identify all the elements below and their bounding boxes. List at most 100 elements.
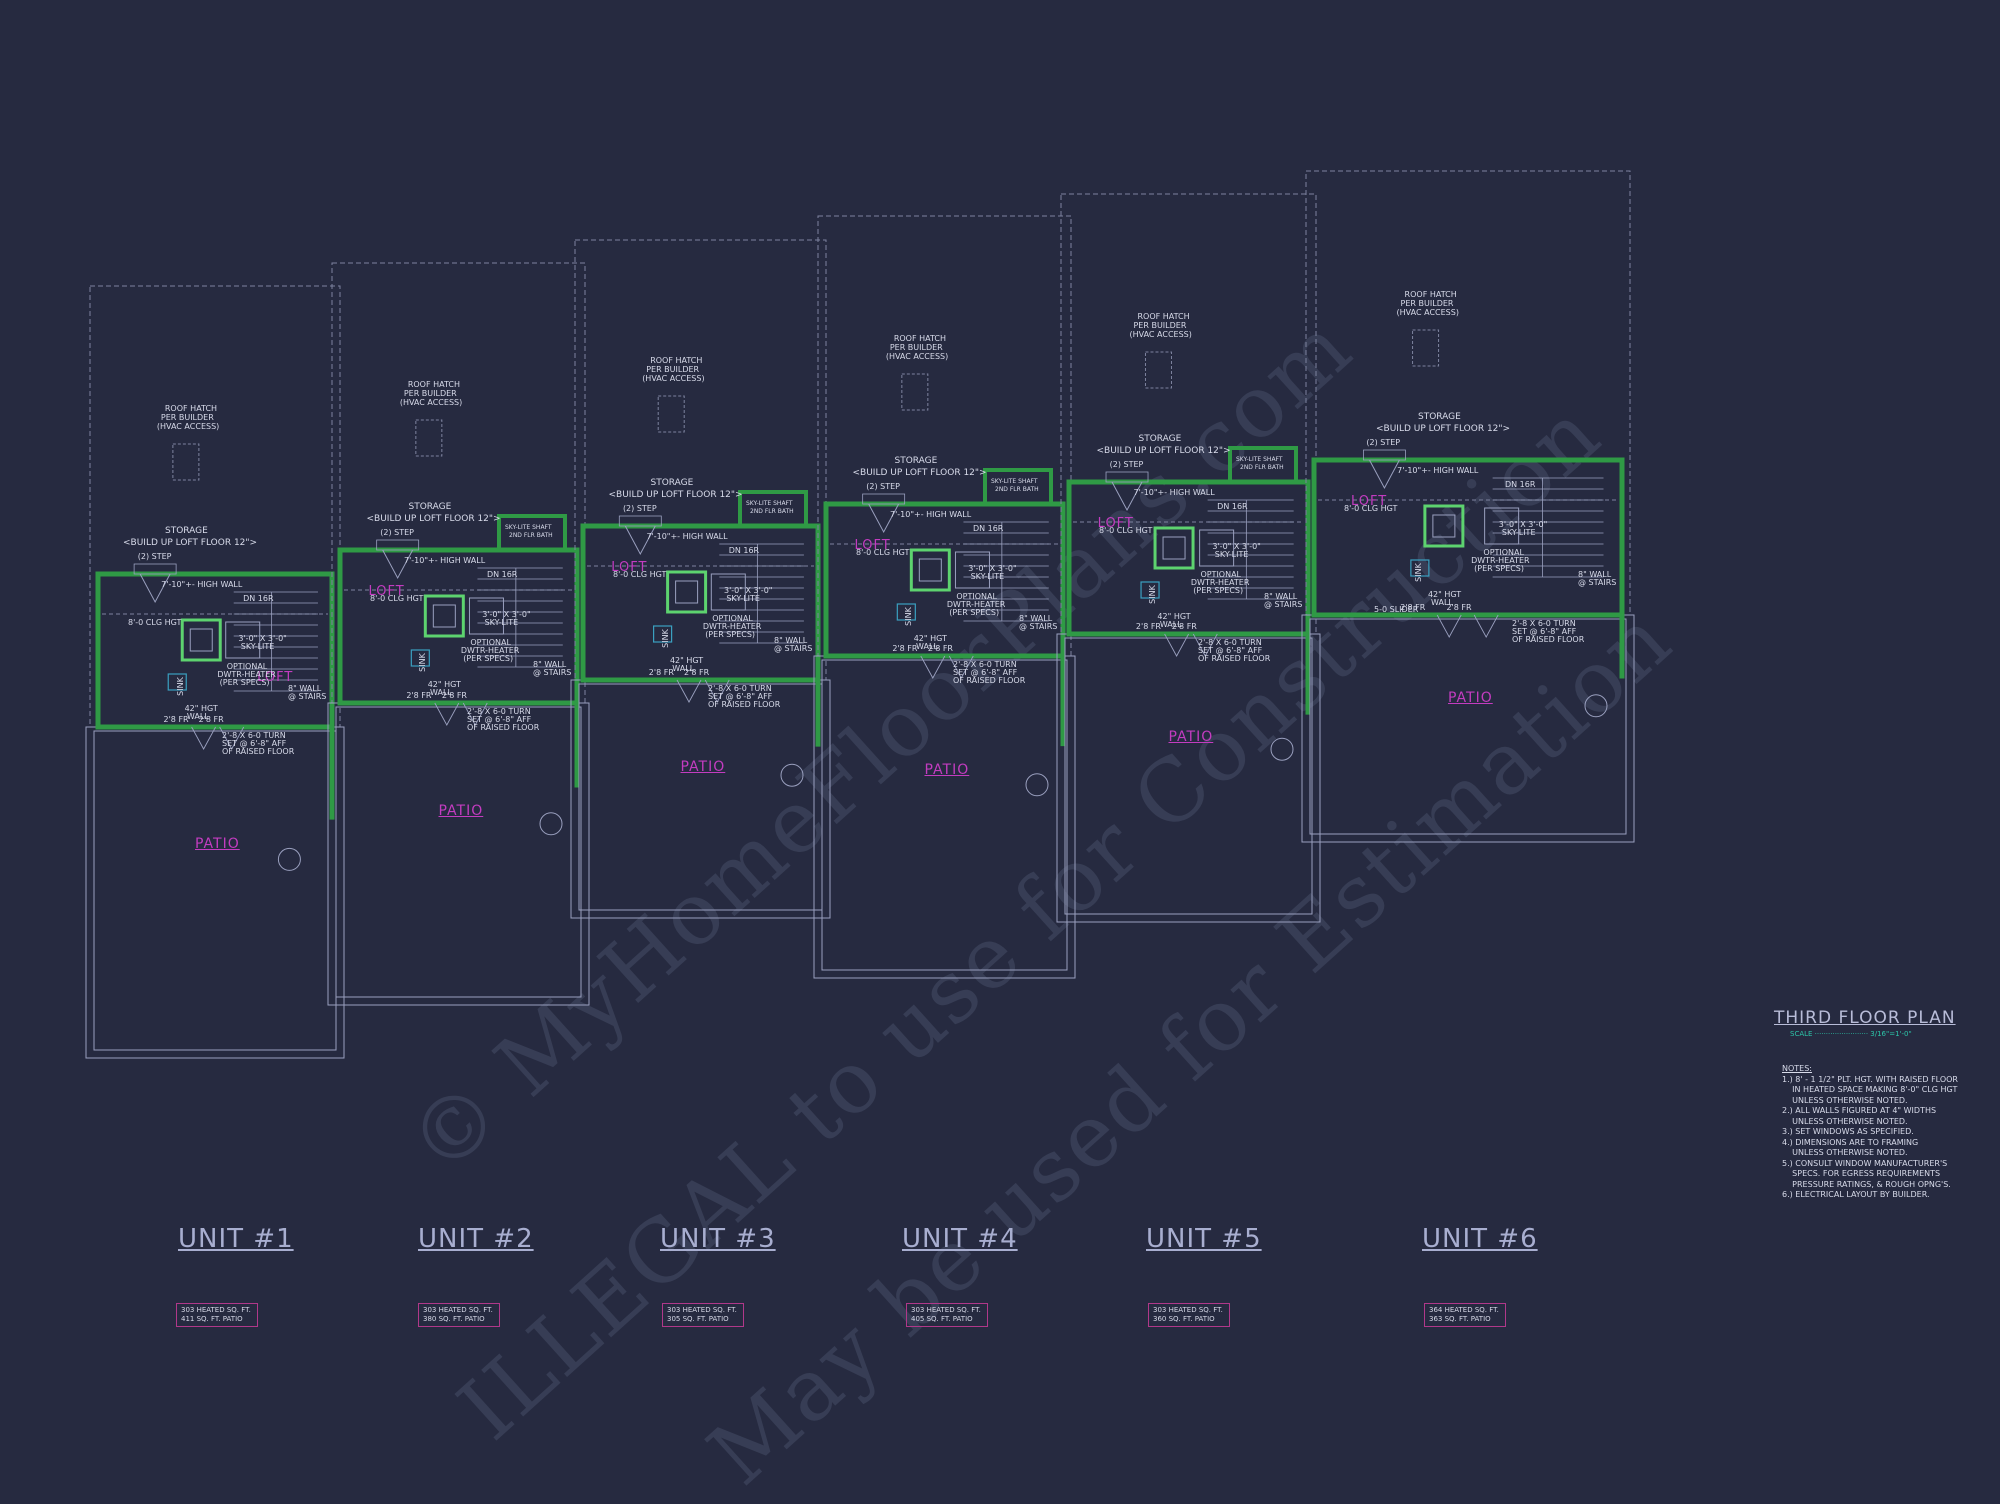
skylite-shaft-label: 2ND FLR BATH xyxy=(750,508,794,515)
water-heater xyxy=(675,580,699,604)
roof-hatch-label: (HVAC ACCESS) xyxy=(885,352,949,361)
clg-hgt-label: 8'-0 CLG HGT xyxy=(613,570,667,579)
step-box xyxy=(376,539,420,551)
water-heater-box xyxy=(909,548,951,592)
door-label: 2'8 FR xyxy=(648,668,674,677)
note-item: 3.) SET WINDOWS AS SPECIFIED. xyxy=(1782,1127,1914,1136)
clg-hgt-label: 8'-0 CLG HGT xyxy=(856,548,910,557)
stairs-note: 2'-8 X 6-0 TURN xyxy=(953,660,1017,669)
roof-hatch-label: ROOF HATCH xyxy=(1137,312,1190,321)
sink-label: SINK xyxy=(1414,563,1424,582)
sheet-scale: SCALE ························ 3/16"=1'-… xyxy=(1790,1030,1912,1038)
door-swing xyxy=(1192,633,1218,657)
patio-label: PATIO xyxy=(1168,729,1214,746)
water-heater-box xyxy=(1423,504,1465,548)
water-heater xyxy=(432,604,456,628)
skylite-box-label: SKY-LITE xyxy=(970,572,1005,581)
optional-label: DWTR-HEATER xyxy=(217,670,276,679)
step-box xyxy=(133,563,177,575)
patio-outline xyxy=(85,726,345,1059)
skylite-shaft xyxy=(983,468,1053,506)
door-label: 2'8 FR xyxy=(684,668,710,677)
sink-icon xyxy=(167,673,187,691)
unit-title: UNIT #5 xyxy=(1146,1224,1262,1254)
sink-icon xyxy=(1140,581,1160,599)
patio-inner-outline xyxy=(1064,637,1313,915)
loft-label: LOFT xyxy=(611,560,648,575)
stairs-note: 2'-8 X 6-0 TURN xyxy=(467,707,531,716)
step-triangle xyxy=(382,549,414,580)
build-up-label: <BUILD UP LOFT FLOOR 12"> xyxy=(1376,424,1511,434)
note-item: SPECS. FOR EGRESS REQUIREMENTS xyxy=(1782,1169,1941,1178)
build-up-label: <BUILD UP LOFT FLOOR 12"> xyxy=(852,468,987,478)
optional-label: (PER SPECS) xyxy=(463,654,514,663)
roof-hatch xyxy=(415,419,443,457)
optional-label: OPTIONAL xyxy=(956,592,997,601)
unit-title: UNIT #1 xyxy=(178,1224,294,1254)
unit-area-box: 303 HEATED SQ. FT.380 SQ. FT. PATIO xyxy=(418,1303,500,1327)
sink-icon xyxy=(410,649,430,667)
unit-area-patio: 405 SQ. FT. PATIO xyxy=(911,1315,973,1323)
unit-title: UNIT #3 xyxy=(660,1224,776,1254)
stair-dn-label: DN 16R xyxy=(728,546,760,555)
optional-label: OPTIONAL xyxy=(1200,570,1242,579)
skylite-shaft-label: SKY-LITE SHAFT xyxy=(746,500,793,507)
skylite-box-label: SKY-LITE xyxy=(726,594,760,603)
optional-label: DWTR-HEATER xyxy=(1471,556,1530,565)
storage-label: STORAGE xyxy=(408,502,452,512)
door-swing xyxy=(1164,633,1189,657)
step-label: (2) STEP xyxy=(380,528,414,537)
skylite-shaft xyxy=(1228,446,1298,484)
unit-area-box: 364 HEATED SQ. FT.363 SQ. FT. PATIO xyxy=(1424,1303,1506,1327)
unit-area-box: 303 HEATED SQ. FT.411 SQ. FT. PATIO xyxy=(176,1303,258,1327)
clg-hgt-label: 8'-0 CLG HGT xyxy=(1344,504,1398,513)
patio-outline xyxy=(327,702,590,1006)
skylite-box-label: 3'-0" X 3'-0" xyxy=(238,634,287,643)
wall-label: @ STAIRS xyxy=(1578,578,1617,587)
note-item: UNLESS OTHERWISE NOTED. xyxy=(1782,1095,1908,1105)
section-marker-icon xyxy=(1270,737,1294,761)
patio-inner-outline xyxy=(578,683,823,911)
patio-outline xyxy=(1301,614,1635,843)
stair-dn-label: DN 16R xyxy=(1217,502,1248,511)
step-box xyxy=(618,515,662,527)
loft-wall xyxy=(1311,457,1625,618)
skylite-box-label: 3'-0" X 3'-0" xyxy=(968,564,1017,573)
skylite-box-label: 3'-0" X 3'-0" xyxy=(482,610,531,619)
door-label: 2'8 FR xyxy=(1446,603,1472,612)
roof-outline-dashed xyxy=(574,239,827,681)
step-box xyxy=(1363,449,1406,461)
door-swing xyxy=(434,702,460,726)
door-label: 2'8 FR xyxy=(406,691,432,700)
unit-area-heated: 303 HEATED SQ. FT. xyxy=(181,1306,251,1314)
section-marker-icon xyxy=(1025,773,1049,797)
section-marker-icon xyxy=(539,812,563,836)
door-label: 2'8 FR xyxy=(163,715,189,724)
patio-label: PATIO xyxy=(195,836,240,853)
storage-label: STORAGE xyxy=(894,456,938,466)
patio-inner-outline xyxy=(1309,618,1627,835)
stairs-note: OF RAISED FLOOR xyxy=(467,723,540,732)
door-swing xyxy=(948,655,974,679)
stairs-note: SET @ 6'-8" AFF xyxy=(222,739,287,748)
door-label: 2'8 FR xyxy=(892,644,918,653)
unit-title: UNIT #2 xyxy=(418,1224,534,1254)
stairs-note: SET @ 6'-8" AFF xyxy=(1198,646,1263,655)
door-swing xyxy=(920,655,946,679)
water-heater xyxy=(918,558,942,582)
stair-dn-label: DN 16R xyxy=(1504,480,1536,489)
step-triangle xyxy=(1111,481,1143,512)
wall-height-label: 42" HGT xyxy=(427,680,461,689)
roof-outline-dashed xyxy=(1060,193,1317,635)
step-label: (2) STEP xyxy=(137,552,172,561)
build-up-label: <BUILD UP LOFT FLOOR 12"> xyxy=(1096,446,1231,456)
unit-area-patio: 360 SQ. FT. PATIO xyxy=(1153,1315,1215,1323)
sink-label: SINK xyxy=(175,677,185,696)
optional-label: DWTR-HEATER xyxy=(702,622,762,631)
roof-hatch xyxy=(1144,351,1172,389)
stairs-note: OF RAISED FLOOR xyxy=(953,676,1026,685)
unit-area-heated: 364 HEATED SQ. FT. xyxy=(1429,1306,1499,1314)
unit-area-patio: 380 SQ. FT. PATIO xyxy=(423,1315,485,1323)
patio-outline xyxy=(1056,633,1321,923)
